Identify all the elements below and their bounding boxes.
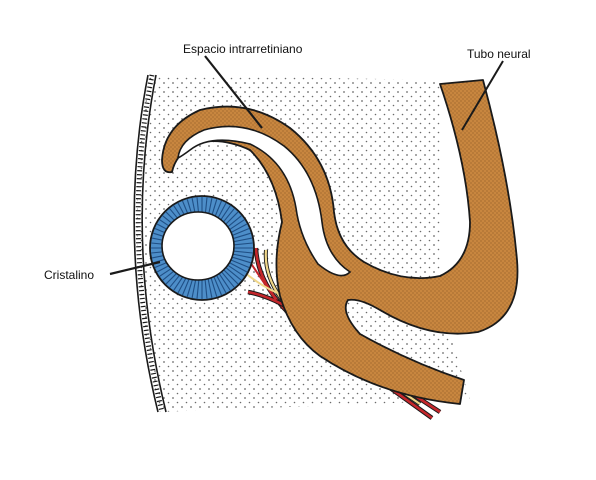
lens-fiber bbox=[226, 264, 245, 277]
lens-fiber bbox=[210, 276, 218, 297]
lens-fiber bbox=[220, 270, 235, 288]
lens-fiber bbox=[228, 261, 248, 273]
lens-fiber bbox=[231, 250, 253, 254]
leader-lines bbox=[109, 55, 504, 276]
lens-fiber bbox=[207, 277, 213, 299]
neural-tube-label: Tubo neural bbox=[467, 47, 531, 61]
lens-fiber bbox=[212, 275, 223, 296]
lens-fiber bbox=[222, 268, 239, 285]
lens-fiber bbox=[204, 277, 208, 299]
lens-fiber bbox=[231, 242, 253, 246]
lens bbox=[149, 195, 255, 301]
lens-fiber bbox=[230, 232, 251, 240]
intraretinal-space bbox=[177, 125, 352, 277]
lens-label: Cristalino bbox=[44, 268, 95, 282]
lens-fiber bbox=[230, 256, 251, 264]
lens-fiber bbox=[224, 266, 242, 281]
lens-fiber bbox=[231, 253, 253, 259]
lens-fiber bbox=[229, 258, 250, 269]
lens-fiber bbox=[218, 272, 231, 291]
intraretinal-space-label: Espacio intrarretiniano bbox=[183, 42, 303, 56]
lens-fiber bbox=[191, 277, 197, 299]
lens-fiber bbox=[231, 237, 253, 243]
neural-tube-and-optic-cup bbox=[161, 79, 519, 405]
lens-fiber bbox=[196, 277, 200, 299]
surface-ectoderm bbox=[133, 74, 167, 413]
lens-fiber bbox=[215, 274, 227, 294]
